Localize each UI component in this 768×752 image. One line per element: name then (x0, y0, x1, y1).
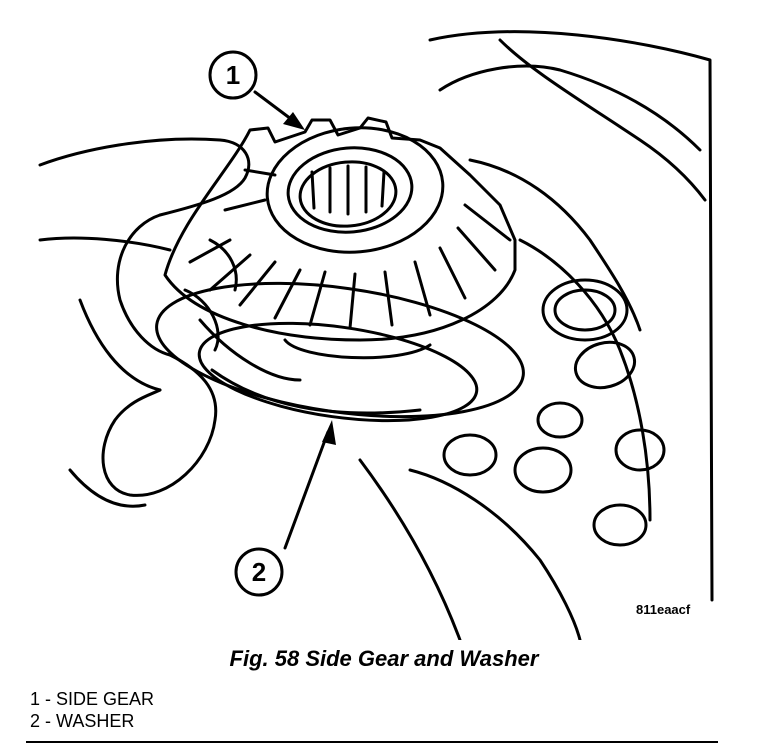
callout-1-arrowhead (283, 112, 305, 130)
figure-caption: Fig. 58 Side Gear and Washer (229, 646, 539, 671)
legend-item: 1 - SIDE GEAR (30, 689, 155, 709)
side-gear-washer-illustration: 1 2 (38, 30, 714, 640)
callout-1-leader (253, 90, 297, 124)
callout-2: 2 (234, 547, 284, 597)
thrust-washer (155, 281, 525, 423)
callout-1-number: 1 (226, 60, 240, 90)
side-gear (163, 116, 517, 360)
legend-item: 2 - WASHER (30, 711, 135, 731)
bottom-rule (26, 741, 718, 743)
parts-legend: 1 - SIDE GEAR 2 - WASHER (30, 688, 154, 732)
callout-2-number: 2 (252, 557, 266, 587)
callout-2-leader (283, 430, 330, 550)
figure-code: 811eaacf (636, 602, 691, 617)
callout-2-arrowhead (322, 420, 336, 445)
callout-1: 1 (208, 50, 258, 100)
differential-case (358, 30, 714, 640)
technician-hand (38, 137, 302, 508)
